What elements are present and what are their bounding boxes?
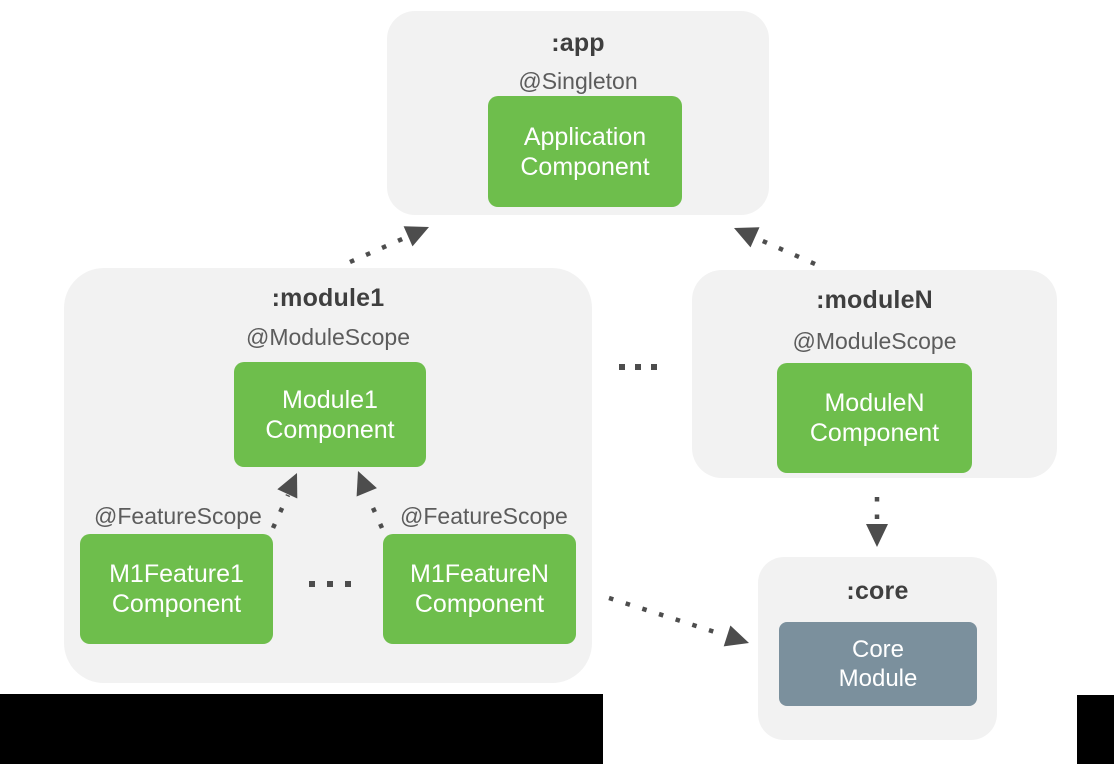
m1featureN-label-line1: M1FeatureN bbox=[410, 560, 549, 588]
letterbox-bar-left bbox=[0, 694, 603, 764]
feature-scope-label-left: @FeatureScope bbox=[94, 503, 262, 529]
container-core-title: :core bbox=[846, 577, 909, 605]
moduleN-component-box: ModuleN Component bbox=[777, 363, 972, 473]
letterbox-bar-right bbox=[1077, 695, 1114, 764]
m1feature1-label-line2: Component bbox=[111, 590, 242, 618]
container-app: :app @Singleton Application Component bbox=[387, 11, 769, 215]
container-app-title: :app bbox=[551, 29, 605, 57]
module1-component-label-line1: Module1 bbox=[282, 385, 378, 414]
arrow-moduleN-to-core bbox=[866, 497, 888, 547]
ellipsis-between-modules-icon bbox=[619, 364, 657, 370]
arrow-moduleN-to-app bbox=[734, 227, 816, 267]
m1feature1-label-line1: M1Feature1 bbox=[109, 560, 244, 588]
container-core: :core Core Module bbox=[758, 557, 997, 740]
module1-scope-label: @ModuleScope bbox=[246, 324, 410, 350]
core-module-label-line1: Core bbox=[851, 636, 905, 663]
arrow-module1-to-core bbox=[608, 595, 749, 647]
moduleN-component-label-line2: Component bbox=[809, 419, 940, 447]
m1feature1-component-box: M1Feature1 Component bbox=[80, 534, 273, 644]
container-moduleN: :moduleN @ModuleScope ModuleN Component bbox=[692, 270, 1057, 478]
core-module-label-line2: Module bbox=[838, 665, 918, 692]
m1featureN-label-line2: Component bbox=[414, 590, 545, 618]
core-module-box: Core Module bbox=[779, 622, 977, 706]
container-moduleN-title: :moduleN bbox=[816, 286, 933, 314]
application-component-label-line1: Application bbox=[523, 122, 647, 151]
moduleN-component-label-line1: ModuleN bbox=[824, 389, 925, 417]
container-module1-title: :module1 bbox=[271, 284, 385, 312]
application-component-box: Application Component bbox=[488, 96, 682, 207]
moduleN-scope-label: @ModuleScope bbox=[792, 328, 957, 354]
m1featureN-component-box: M1FeatureN Component bbox=[383, 534, 576, 644]
container-module1: :module1 @ModuleScope Module1 Component … bbox=[64, 268, 592, 683]
module1-component-label-line2: Component bbox=[265, 415, 395, 444]
feature-scope-label-right: @FeatureScope bbox=[400, 503, 568, 529]
module1-component-box: Module1 Component bbox=[234, 362, 426, 467]
app-scope-label: @Singleton bbox=[518, 68, 638, 94]
application-component-label-line2: Component bbox=[520, 152, 650, 181]
arrow-module1-to-app bbox=[349, 226, 429, 265]
